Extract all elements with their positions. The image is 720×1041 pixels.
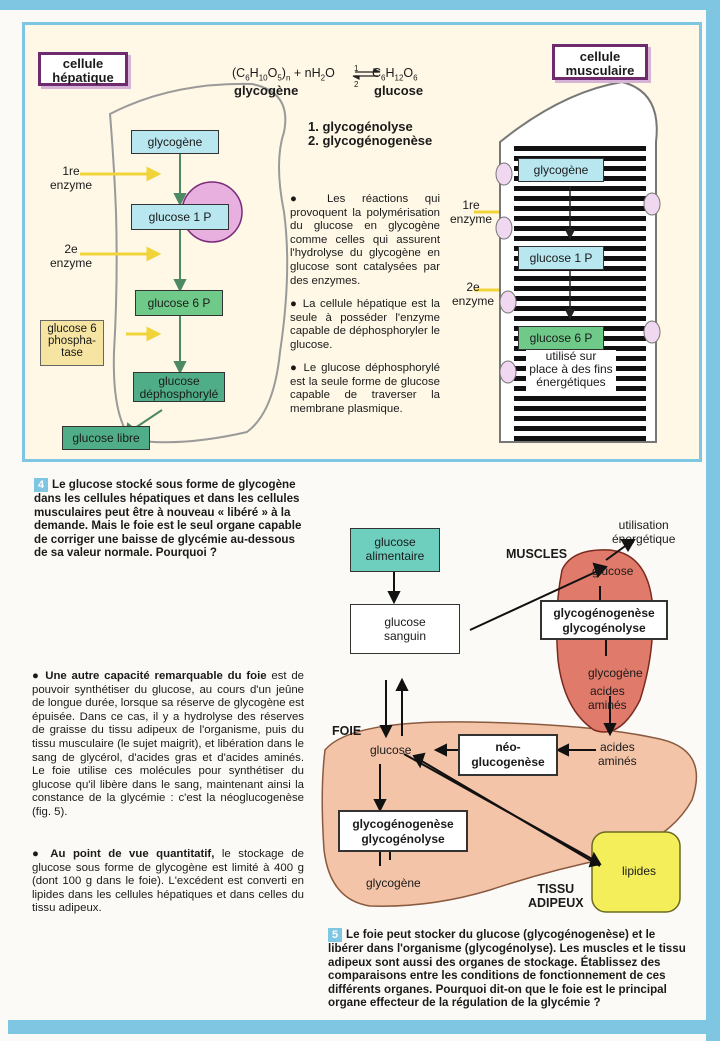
paragraph-neoglucogenese: ● Une autre capacité remarquable du foie… xyxy=(32,670,304,818)
equation-left-name: glycogène xyxy=(234,83,299,98)
muscle-acides-label: acides aminés xyxy=(588,684,627,712)
muscle-glucose1p-box: glucose 1 P xyxy=(518,246,604,270)
foie-label: FOIE xyxy=(332,724,362,738)
muscle-striation xyxy=(514,306,646,311)
foie-process-box: glycogénogenèse glycogénolyse xyxy=(338,810,468,852)
foie-glycogene-label: glycogène xyxy=(366,876,421,890)
muscle-shape xyxy=(555,549,654,733)
glucose-alimentaire-box: glucose alimentaire xyxy=(350,528,440,572)
muscle-striation xyxy=(514,316,646,321)
figure-5-drawing xyxy=(321,539,698,913)
muscle-cell-title: cellule musculaire xyxy=(552,44,648,80)
bullet-1: ● Les réactions qui provoquent la polymé… xyxy=(290,193,440,287)
foie-glucose-label: glucose xyxy=(370,743,412,757)
muscle-striation xyxy=(514,406,646,411)
liver-dephos-box: glucose déphosphorylé xyxy=(133,372,225,402)
utilisation-energetique-label: utilisation énergétique xyxy=(612,518,676,546)
caption-5-number: 5 xyxy=(328,928,342,942)
muscle-vesicle xyxy=(643,320,661,344)
muscle-striation xyxy=(514,186,646,191)
liver-cell-outline xyxy=(108,82,289,444)
muscle-striation xyxy=(514,236,646,241)
liver-cell-title: cellule hépatique xyxy=(38,52,128,86)
muscle-vesicle xyxy=(495,216,513,240)
muscle-enzyme-1: 1re enzyme xyxy=(450,198,493,226)
muscle-used-label: utilisé sur place à des fins énergétique… xyxy=(526,350,616,392)
neoglucogenese-box: néo- glucogenèse xyxy=(458,734,558,776)
paragraph-quantitatif: ● Au point de vue quantitatif, le stocka… xyxy=(32,848,305,915)
muscle-striation xyxy=(514,226,646,231)
equation-step-1: 1 xyxy=(354,64,359,73)
glucose-sanguin-box: glucose sanguin xyxy=(350,604,460,654)
muscle-glucose-label: glucose xyxy=(592,564,634,578)
bullet-3: ● Le glucose déphosphorylé est la seule … xyxy=(290,362,440,415)
process-1: 1. glycogénolyse xyxy=(308,119,413,134)
muscle-striation xyxy=(514,196,646,201)
muscle-striation xyxy=(514,216,646,221)
caption-4-number: 4 xyxy=(34,478,48,492)
muscle-vesicle xyxy=(495,162,513,186)
muscle-glycogene-label: glycogène xyxy=(588,666,643,680)
muscle-glucose6p-box: glucose 6 P xyxy=(518,326,604,350)
muscle-glycogene-box: glycogène xyxy=(518,158,604,182)
muscles-label: MUSCLES xyxy=(506,547,568,561)
muscle-vesicle xyxy=(499,360,517,384)
muscle-striation xyxy=(514,206,646,211)
page-top-border xyxy=(0,0,720,10)
equation-step-2: 2 xyxy=(354,80,359,89)
equation-right: C6H12O6 xyxy=(372,66,418,83)
muscle-striation xyxy=(514,396,646,401)
muscle-striation xyxy=(514,276,646,281)
liver-enzyme-2: 2e enzyme xyxy=(50,242,93,270)
muscle-striation xyxy=(514,286,646,291)
liver-glycogene-box: glycogène xyxy=(131,130,219,154)
liver-glucose1p-box: glucose 1 P xyxy=(131,204,229,230)
muscle-striation xyxy=(514,436,646,441)
equation-right-name: glucose xyxy=(374,83,424,98)
muscle-striation xyxy=(514,426,646,431)
lipides-label: lipides xyxy=(622,864,657,878)
liver-glucose-libre-box: glucose libre xyxy=(62,426,150,450)
muscle-striation xyxy=(514,416,646,421)
muscle-striation xyxy=(514,146,646,151)
page-bottom-border xyxy=(8,1020,712,1034)
liver-glucose6p-box: glucose 6 P xyxy=(135,290,223,316)
equation-left: (C6H10O5)n + nH2O xyxy=(232,66,335,83)
fat-tissue-shape xyxy=(591,831,681,913)
muscle-vesicle xyxy=(643,192,661,216)
muscle-vesicle xyxy=(499,290,517,314)
foie-acides-label: acides aminés xyxy=(598,740,637,768)
muscle-striation xyxy=(514,296,646,301)
phosphatase-box: glucose 6 phospha- tase xyxy=(40,320,104,366)
tissu-adipeux-label: TISSU ADIPEUX xyxy=(528,882,584,910)
bullet-2: ● La cellule hépatique est la seule à po… xyxy=(290,298,440,351)
muscle-process-box: glycogénogenèse glycogénolyse xyxy=(540,600,668,640)
liver-enzyme-1: 1re enzyme xyxy=(50,164,93,192)
muscle-enzyme-2: 2e enzyme xyxy=(452,280,495,308)
page-right-border xyxy=(706,0,720,1041)
process-2: 2. glycogénogenèse xyxy=(308,133,433,148)
